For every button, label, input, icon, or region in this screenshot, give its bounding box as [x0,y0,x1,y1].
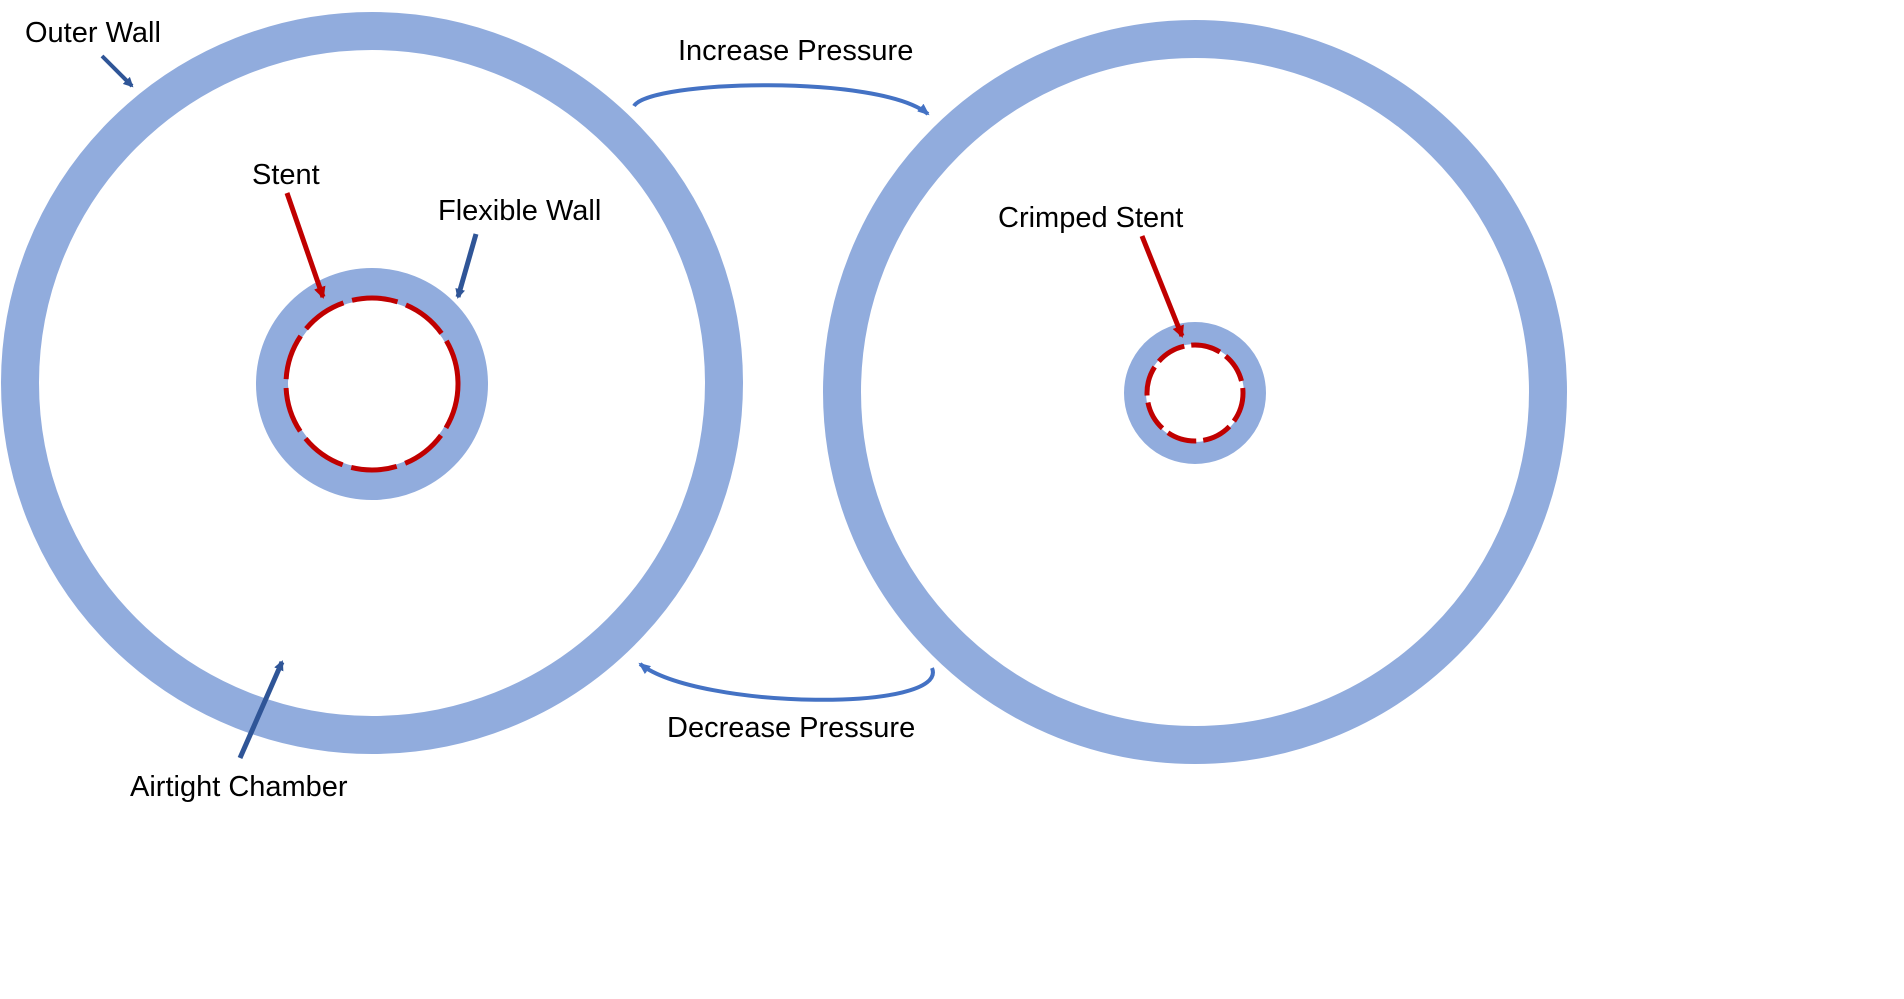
decrease-pressure-arrow [638,662,935,702]
stent-label: Stent [252,159,320,191]
flexible-wall-label: Flexible Wall [438,195,601,227]
increase-pressure-label: Increase Pressure [678,35,913,67]
right-flexible-wall [1124,322,1266,464]
right-chamber [823,20,1567,764]
stent-arrow [284,192,326,299]
outer-wall-arrow [100,54,134,88]
crimped-stent-label: Crimped Stent [998,202,1183,234]
stent-crimping-diagram: Outer Wall Stent Flexible Wall Airtight … [1,12,1567,803]
decrease-pressure-label: Decrease Pressure [667,712,915,744]
airtight-chamber-arrow [237,660,285,760]
outer-wall-label: Outer Wall [25,17,161,49]
crimped-stent-arrow [1139,235,1185,338]
flexible-wall-arrow [455,233,479,299]
increase-pressure-arrow [632,83,930,116]
airtight-chamber-label: Airtight Chamber [130,771,348,803]
left-flexible-wall [256,268,488,500]
left-outer-wall [1,12,743,754]
crimped-stent [1144,342,1246,444]
right-outer-wall [823,20,1567,764]
left-stent [283,295,461,473]
left-chamber [1,12,743,754]
